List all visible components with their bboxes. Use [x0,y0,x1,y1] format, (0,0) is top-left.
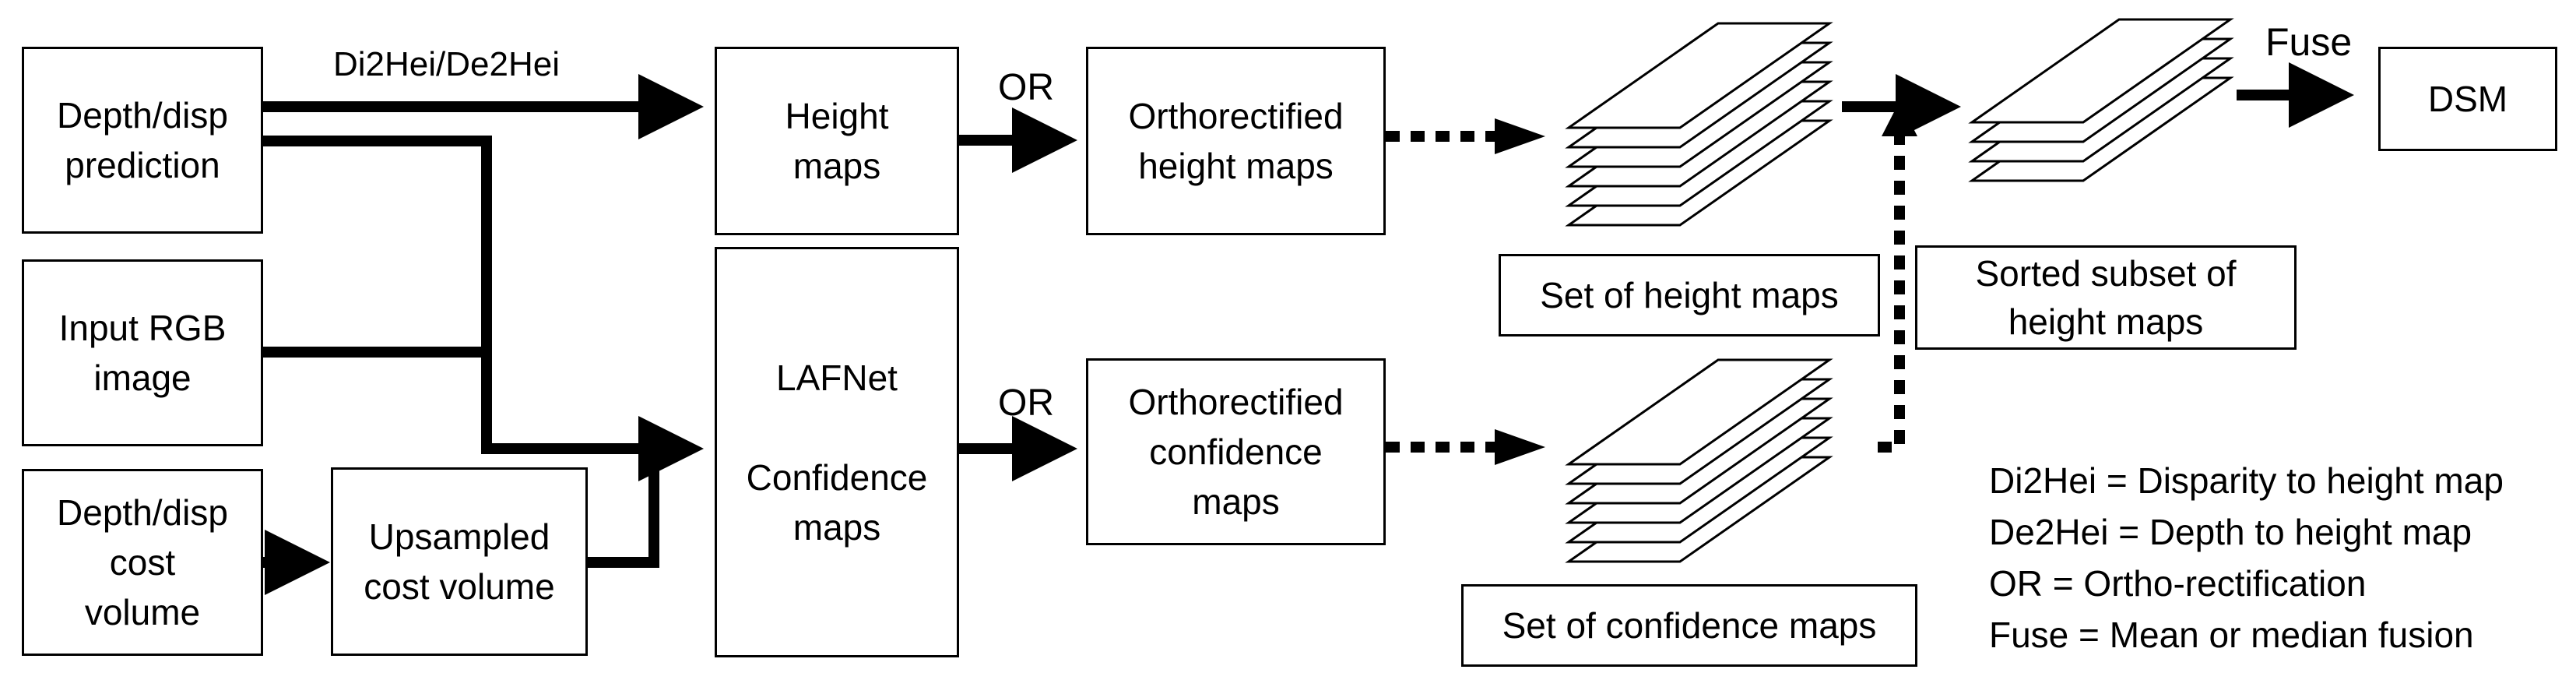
upsampled-cost-volume-label: Upsampled cost volume [364,516,555,607]
dotted-arrow-conf-to-sort [1878,131,1905,453]
set-of-confidence-maps-box: Set of confidence maps [1461,584,1917,667]
stack-confidence-maps-icon [1565,358,1833,563]
lafnet-label: LAFNet Confidence maps [746,357,928,548]
legend-item: De2Hei = Depth to height map [1989,512,2472,552]
stack-sorted-subset-icon [1968,18,2234,182]
dotted-arrowheads [1495,101,1917,465]
depth-prediction-label: Depth/disp prediction [57,95,228,185]
height-maps-label: Height maps [785,96,889,186]
stack-height-maps-icon [1565,22,1833,227]
ortho-height-maps-box: Orthorectified height maps [1086,47,1386,235]
legend-item: Di2Hei = Disparity to height map [1989,460,2504,501]
sorted-subset-box: Sorted subset of height maps [1915,245,2297,350]
dsm-box: DSM [2378,47,2557,151]
line-upsampled-to-join [588,449,659,568]
rgb-image-label: Input RGB image [58,308,227,398]
set-of-height-maps-box: Set of height maps [1499,254,1880,336]
ortho-confidence-maps-label: Orthorectified confidence maps [1128,382,1344,522]
set-of-confidence-maps-label: Set of confidence maps [1502,605,1877,646]
di2hei-edge-label: Di2Hei/De2Hei [333,45,561,83]
upsampled-cost-volume-box: Upsampled cost volume [331,467,588,656]
cost-volume-label: Depth/disp cost volume [57,492,228,632]
height-maps-box: Height maps [715,47,959,235]
or-bottom-edge-label: OR [998,382,1054,424]
fuse-edge-label: Fuse [2265,20,2353,64]
arrowhead-ortho-height [1495,118,1545,154]
set-of-height-maps-label: Set of height maps [1540,275,1839,315]
dotted-connectors [1386,131,1905,453]
arrow-depth-to-lafnet [263,136,704,481]
lafnet-box: LAFNet Confidence maps [715,247,959,657]
rgb-image-box: Input RGB image [22,259,263,446]
connectors [263,62,2354,595]
arrowhead-ortho-conf [1495,429,1545,465]
or-top-edge-label: OR [998,67,1054,108]
legend-item: OR = Ortho-rectification [1989,563,2367,604]
cost-volume-box: Depth/disp cost volume [22,469,263,656]
ortho-confidence-maps-box: Orthorectified confidence maps [1086,358,1386,545]
dsm-label: DSM [2427,79,2508,119]
legend-item: Fuse = Mean or median fusion [1989,615,2474,655]
ortho-height-maps-label: Orthorectified height maps [1128,96,1344,186]
arrowhead-sort-up [1882,101,1917,136]
sorted-subset-label: Sorted subset of height maps [1975,253,2237,342]
depth-prediction-box: Depth/disp prediction [22,47,263,234]
